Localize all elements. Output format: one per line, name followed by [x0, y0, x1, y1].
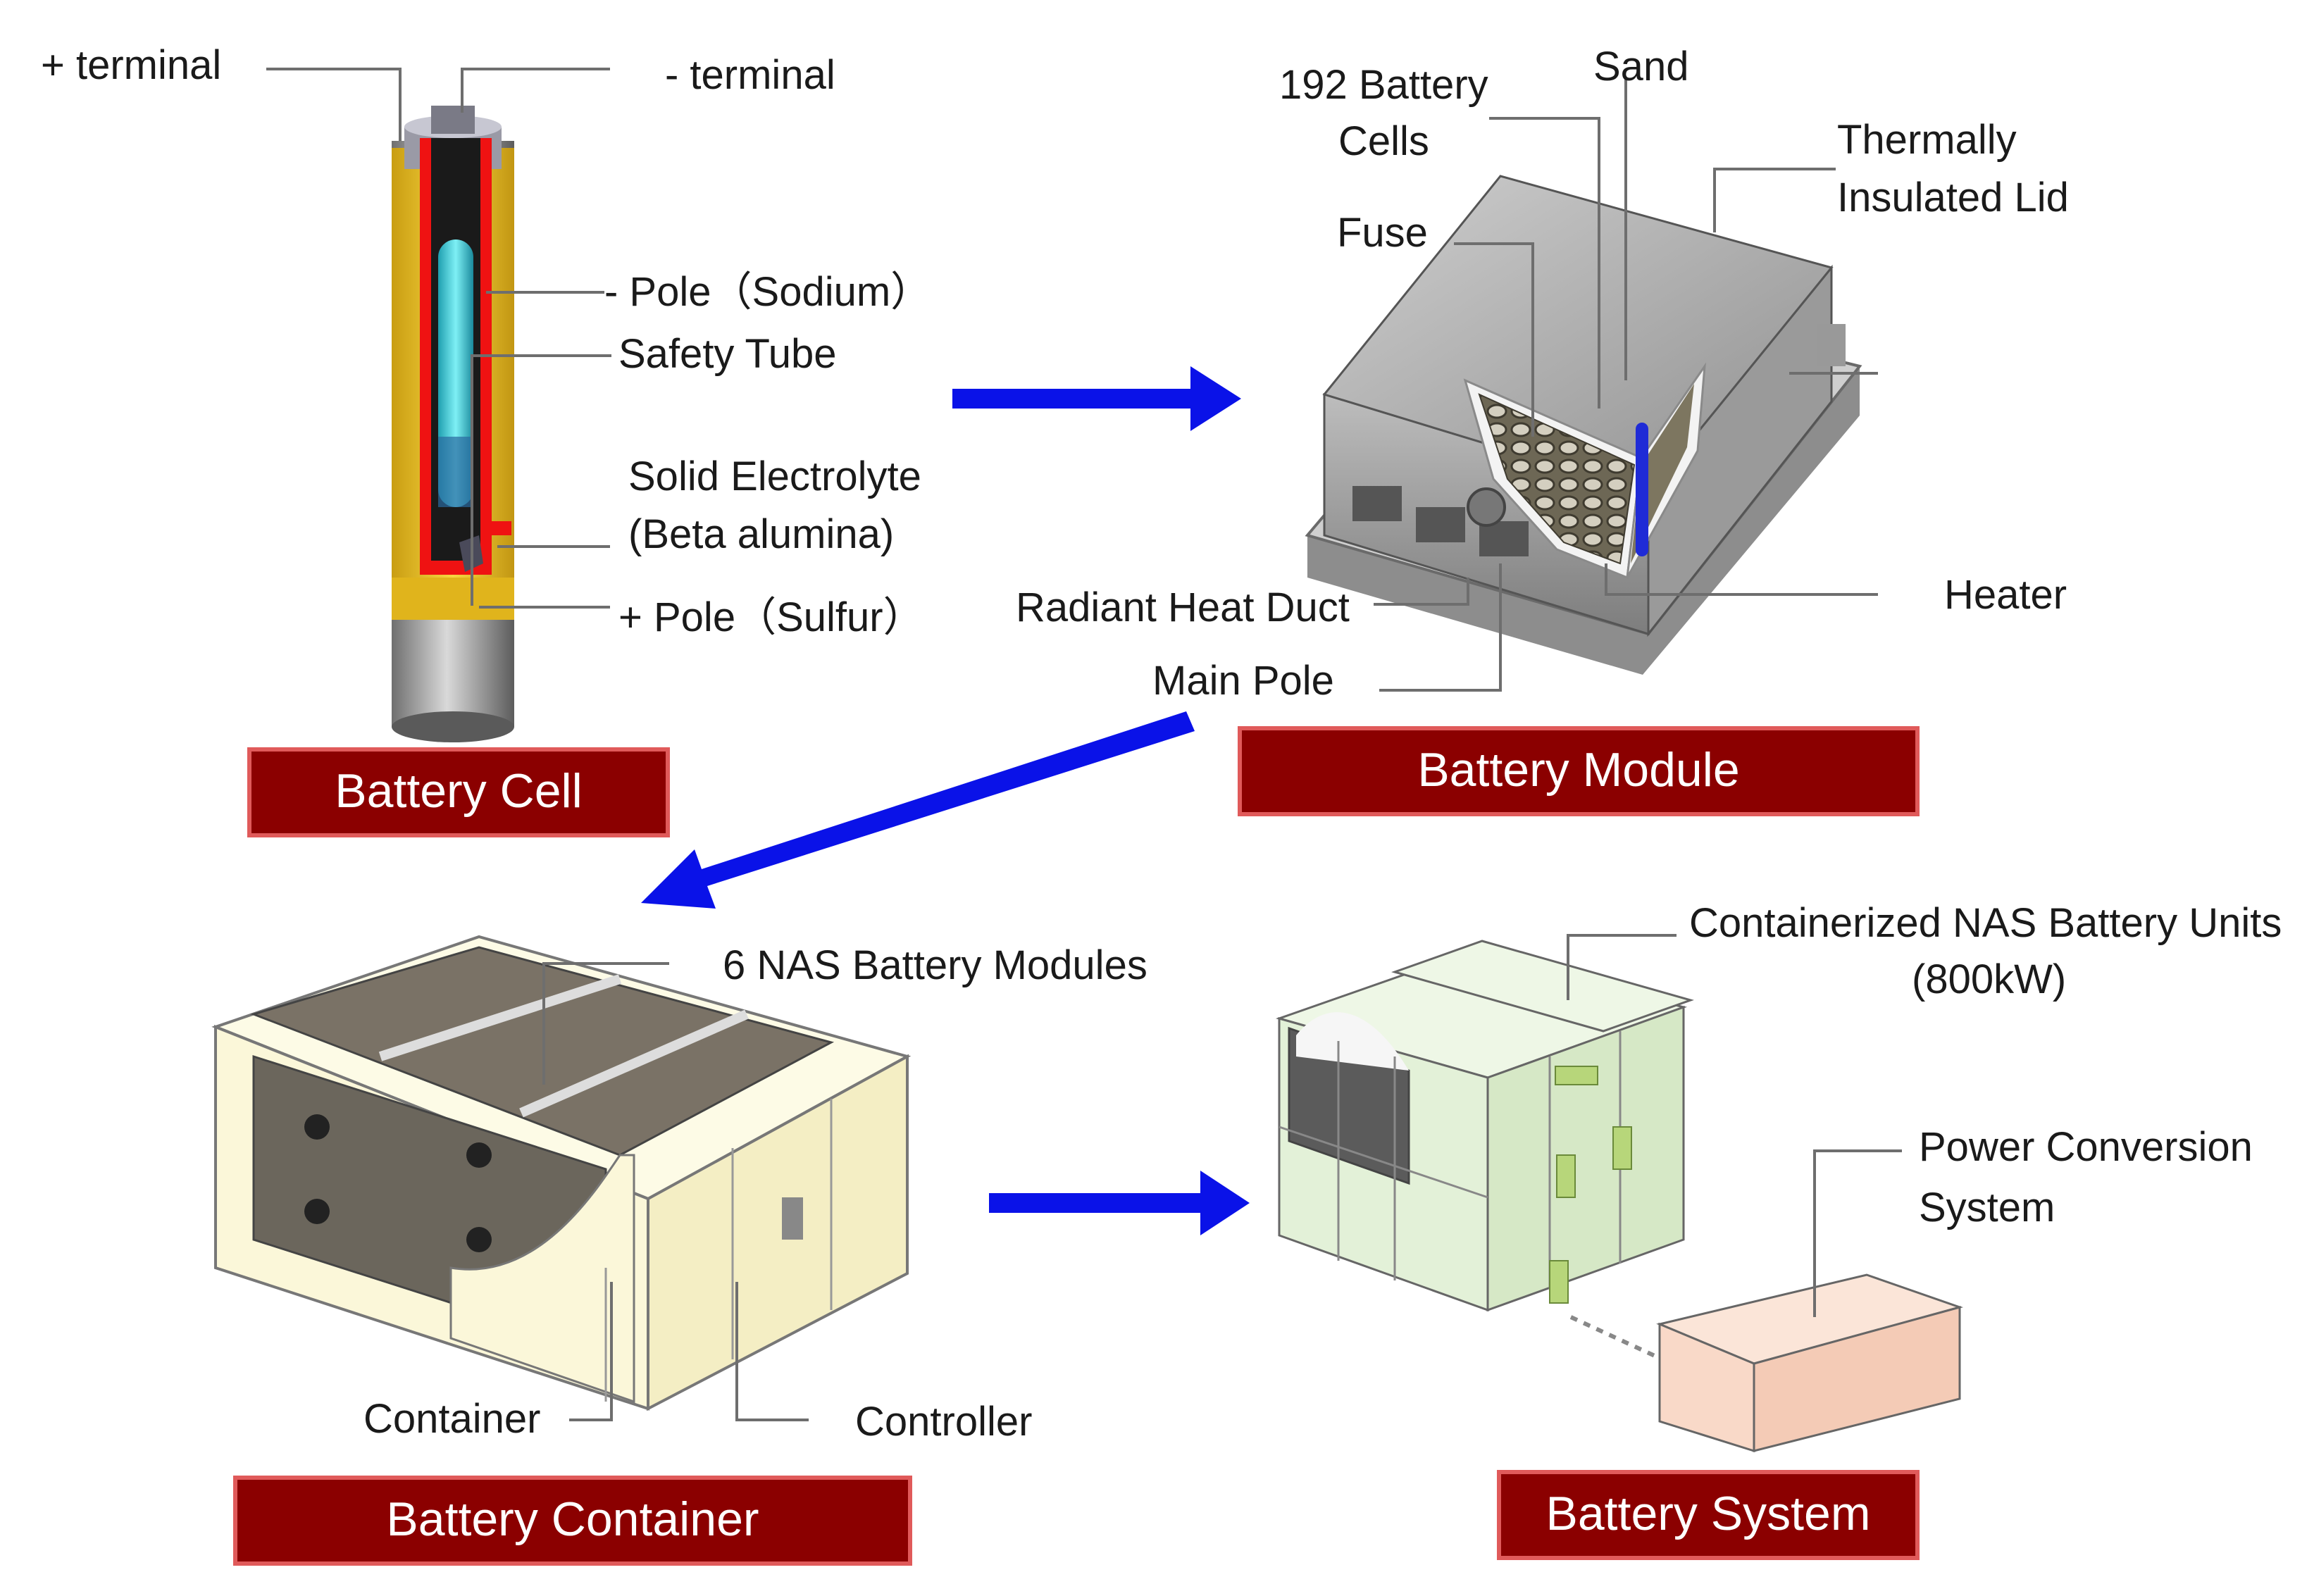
thermally-label: Thermally — [1837, 117, 2017, 163]
container-label: Container — [363, 1396, 540, 1442]
battery-cell-illustration — [392, 106, 514, 742]
battery-container-illustration — [211, 935, 912, 1411]
safety-tube-label: Safety Tube — [618, 331, 837, 377]
nas-modules-label: 6 NAS Battery Modules — [723, 942, 1147, 988]
cells-label: Cells — [1338, 118, 1429, 164]
controller-label: Controller — [855, 1399, 1032, 1445]
battery-container-title-text: Battery Container — [386, 1492, 759, 1546]
cell-leader-lines — [266, 68, 611, 609]
heater-label: Heater — [1944, 572, 2067, 618]
battery-system-title-text: Battery System — [1545, 1487, 1870, 1540]
arrow-container-to-system — [989, 1171, 1250, 1235]
system-label: System — [1919, 1185, 2055, 1230]
battery-module-title-text: Battery Module — [1417, 743, 1739, 797]
main-pole-label: Main Pole — [1152, 658, 1334, 704]
module-leader-lines — [1374, 79, 1878, 692]
radiant-heat-duct-label: Radiant Heat Duct — [1016, 585, 1350, 630]
battery-system-illustration — [1276, 940, 1964, 1453]
battery-module-illustration — [1305, 175, 1862, 675]
plus-pole-label: + Pole（Sulfur） — [618, 594, 924, 640]
battery-cell-title: Battery Cell — [247, 747, 670, 837]
battery-container-title: Battery Container — [233, 1476, 912, 1566]
sand-label: Sand — [1593, 44, 1688, 89]
system-leader-lines — [1567, 934, 1902, 1317]
beta-alumina-label: (Beta alumina) — [628, 511, 894, 557]
minus-terminal-label: - terminal — [665, 52, 835, 98]
plus-terminal-label: + terminal — [41, 42, 221, 88]
battery-module-title: Battery Module — [1238, 726, 1920, 816]
arrow-cell-to-module — [952, 366, 1241, 431]
arrow-module-to-container — [641, 711, 1195, 909]
containerized-units-label: Containerized NAS Battery Units — [1689, 900, 2282, 946]
solid-electrolyte-label: Solid Electrolyte — [628, 454, 921, 499]
power-conversion-label: Power Conversion — [1919, 1124, 2253, 1170]
battery-cells-count-label: 192 Battery — [1279, 62, 1488, 108]
battery-system-title: Battery System — [1497, 1470, 1920, 1560]
container-leader-lines — [542, 962, 809, 1421]
battery-cell-title-text: Battery Cell — [335, 764, 582, 818]
insulated-lid-label: Insulated Lid — [1837, 175, 2069, 220]
power-rating-label: (800kW) — [1912, 956, 2066, 1002]
fuse-label: Fuse — [1337, 210, 1428, 256]
minus-pole-label: - Pole（Sodium） — [604, 269, 931, 315]
